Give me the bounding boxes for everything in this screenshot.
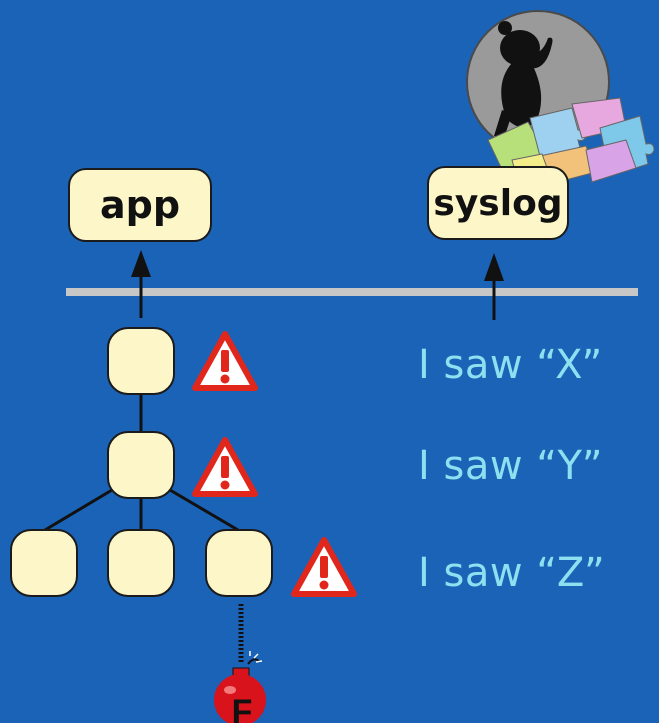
app-node: app (68, 168, 212, 242)
arrow-to-syslog (484, 253, 504, 320)
tree-node-leaf-right (205, 529, 273, 597)
bomb-icon: F (214, 651, 266, 723)
warning-icon (192, 331, 258, 391)
arrow-to-app (131, 250, 151, 318)
tree-node-root (107, 327, 175, 395)
syslog-node: syslog (427, 166, 569, 240)
tree-edges (44, 394, 239, 532)
warning-icon (291, 537, 357, 597)
boundary-divider (66, 288, 638, 296)
puzzled-figure-illustration (466, 10, 655, 185)
warning-icon (192, 437, 258, 497)
log-message-z: I saw “Z” (418, 550, 606, 596)
bomb-letter: F (232, 693, 253, 723)
log-message-y: I saw “Y” (418, 443, 603, 489)
tree-node-leaf-left (10, 529, 78, 597)
syslog-node-label: syslog (433, 182, 563, 224)
app-node-label: app (99, 183, 181, 227)
tree-node-leaf-middle (107, 529, 175, 597)
log-message-x: I saw “X” (418, 342, 603, 388)
tree-node-middle (107, 431, 175, 499)
